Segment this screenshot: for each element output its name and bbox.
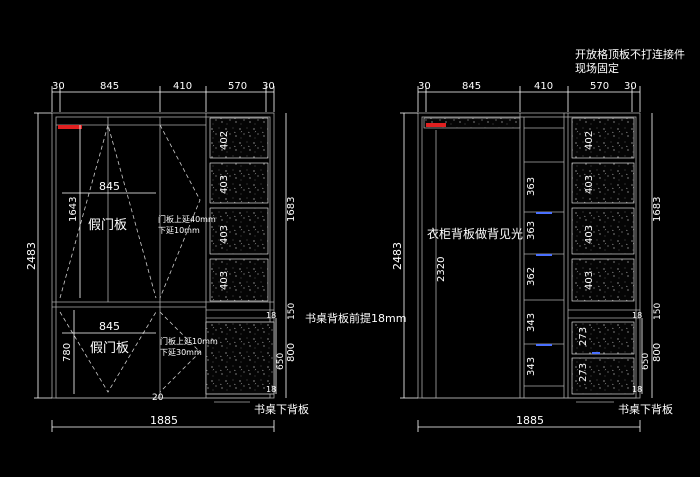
right-shelf-6: 273: [578, 363, 589, 382]
right-right-dim-800: 800: [652, 343, 663, 362]
right-dim-30b: 30: [624, 81, 637, 92]
left-dim-30a: 30: [52, 81, 65, 92]
left-desk-note: 书桌背板前提18mm: [305, 311, 406, 325]
right-mid-shelf-3: 362: [526, 267, 537, 286]
left-right-dim-1683: 1683: [286, 197, 297, 222]
note-line-2: 现场固定: [575, 61, 619, 75]
left-door-upper-note-2: 下延10mm: [158, 225, 200, 235]
left-small-18-bottom: 18: [266, 385, 276, 394]
left-door-lower-width: 845: [99, 320, 120, 333]
right-small-18-top: 18: [632, 311, 642, 320]
left-right-dim-150: 150: [287, 303, 297, 320]
right-small-650: 650: [641, 353, 651, 370]
right-total-height: 2483: [391, 242, 404, 270]
right-mid-shelf-2: 363: [526, 221, 537, 240]
left-bottom-20: 20: [152, 393, 164, 403]
left-small-650: 650: [276, 353, 286, 370]
left-shelf-1: 402: [219, 131, 230, 150]
right-total-width: 1885: [516, 414, 544, 427]
right-dim-30a: 30: [418, 81, 431, 92]
left-door-upper-note-1: 门板上延40mm: [158, 214, 216, 224]
right-elevation: 30 845 410 570 30: [391, 81, 673, 432]
left-dim-410: 410: [173, 81, 192, 92]
right-shelf-2: 403: [584, 175, 595, 194]
red-accent: [58, 125, 82, 129]
left-shelf-2: 403: [219, 175, 230, 194]
note-line-1: 开放格顶板不打连接件: [575, 47, 685, 61]
right-shelf-3: 403: [584, 225, 595, 244]
left-door-lower-note-2: 下延30mm: [160, 347, 202, 357]
right-wardrobe-height: 2320: [436, 257, 447, 282]
left-desk-bottom-note: 书桌下背板: [254, 402, 309, 416]
right-dim-410: 410: [534, 81, 553, 92]
right-right-dim-1683: 1683: [652, 197, 663, 222]
left-door-upper-height: 1643: [68, 197, 79, 222]
left-dim-30b: 30: [262, 81, 275, 92]
left-door-upper-label: 假门板: [88, 218, 127, 233]
left-right-dim-800: 800: [286, 343, 297, 362]
left-shelf-4: 403: [219, 271, 230, 290]
right-mid-shelf-5: 343: [526, 357, 537, 376]
right-mid-shelf-1: 363: [526, 177, 537, 196]
right-shelf-1: 402: [584, 131, 595, 150]
right-mid-shelf-4: 343: [526, 313, 537, 332]
left-shelf-3: 403: [219, 225, 230, 244]
right-wardrobe-label: 衣柜背板做背见光: [427, 226, 523, 241]
right-shelf-4: 403: [584, 271, 595, 290]
right-right-dim-150: 150: [653, 303, 663, 320]
left-door-lower-note-1: 门板上延10mm: [160, 336, 218, 346]
left-door-lower-height: 780: [62, 343, 73, 362]
left-door-lower-label: 假门板: [90, 341, 129, 356]
left-door-upper-width: 845: [99, 180, 120, 193]
right-small-18-bottom: 18: [632, 385, 642, 394]
left-total-width: 1885: [150, 414, 178, 427]
left-small-18-top: 18: [266, 311, 276, 320]
left-total-height: 2483: [25, 242, 38, 270]
right-dim-845: 845: [462, 81, 481, 92]
right-shelf-5: 273: [578, 327, 589, 346]
left-dim-570: 570: [228, 81, 247, 92]
right-desk-bottom-note: 书桌下背板: [618, 402, 673, 416]
right-dim-570: 570: [590, 81, 609, 92]
left-dim-845: 845: [100, 81, 119, 92]
left-elevation: 30 845 410 570 30 402 403 40: [25, 81, 406, 432]
